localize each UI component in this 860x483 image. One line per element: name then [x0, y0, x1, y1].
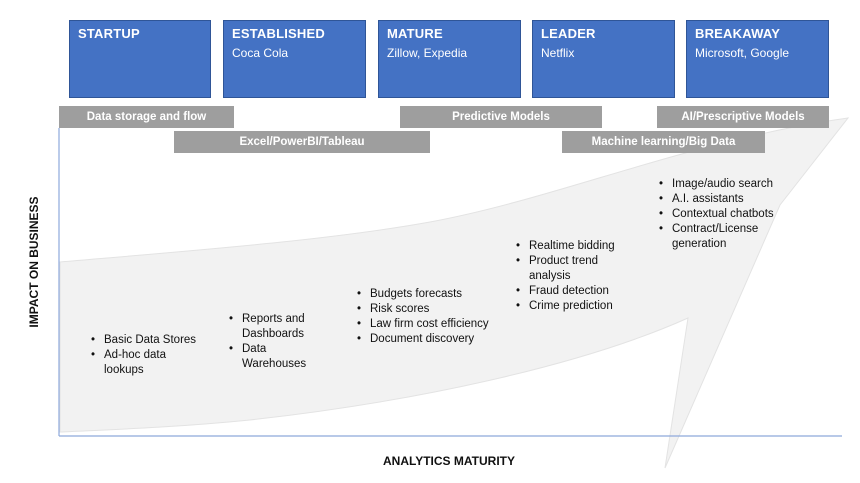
- x-axis-label: ANALYTICS MATURITY: [383, 454, 515, 468]
- list-item: Risk scores: [357, 302, 530, 317]
- list-item: Fraud detection: [516, 284, 649, 299]
- stage-example: Microsoft, Google: [695, 46, 790, 60]
- stage-box-mature: MATURE Zillow, Expedia: [378, 20, 521, 98]
- stage-name: BREAKAWAY: [695, 26, 781, 41]
- list-established: Reports and Dashboards Data Warehouses: [228, 312, 332, 372]
- stage-box-startup: STARTUP: [69, 20, 211, 98]
- list-breakaway: Image/audio search A.I. assistants Conte…: [658, 177, 802, 252]
- list-item: Product trend analysis: [516, 254, 621, 284]
- stage-name: MATURE: [387, 26, 443, 41]
- bar-data-storage: Data storage and flow: [59, 106, 234, 128]
- list-item: Document discovery: [357, 332, 530, 347]
- list-item: Basic Data Stores: [91, 333, 224, 348]
- list-leader: Realtime bidding Product trend analysis …: [515, 239, 649, 314]
- stage-example: Zillow, Expedia: [387, 46, 468, 60]
- list-startup: Basic Data Stores Ad-hoc data lookups: [90, 333, 224, 378]
- bar-ml-bigdata: Machine learning/Big Data: [562, 131, 765, 153]
- bar-excel-bi: Excel/PowerBI/Tableau: [174, 131, 430, 153]
- bar-predictive-models: Predictive Models: [400, 106, 602, 128]
- stage-box-breakaway: BREAKAWAY Microsoft, Google: [686, 20, 829, 98]
- list-item: Law firm cost efficiency: [357, 317, 530, 332]
- list-item: Realtime bidding: [516, 239, 649, 254]
- list-item: Reports and Dashboards: [229, 312, 332, 342]
- list-item: A.I. assistants: [659, 192, 802, 207]
- stage-example: Coca Cola: [232, 46, 289, 60]
- y-axis-label: IMPACT ON BUSINESS: [27, 196, 41, 328]
- stage-name: ESTABLISHED: [232, 26, 325, 41]
- bar-ai-prescriptive: AI/Prescriptive Models: [657, 106, 829, 128]
- list-item: Contextual chatbots: [659, 207, 802, 222]
- list-item: Ad-hoc data lookups: [91, 348, 192, 378]
- stage-name: LEADER: [541, 26, 596, 41]
- stage-example: Netflix: [541, 46, 575, 60]
- list-item: Budgets forecasts: [357, 287, 530, 302]
- list-item: Contract/License generation: [659, 222, 772, 252]
- stage-box-established: ESTABLISHED Coca Cola: [223, 20, 366, 98]
- list-item: Crime prediction: [516, 299, 649, 314]
- list-item: Image/audio search: [659, 177, 802, 192]
- list-item: Data Warehouses: [229, 342, 332, 372]
- list-mature: Budgets forecasts Risk scores Law firm c…: [356, 287, 530, 347]
- stage-name: STARTUP: [78, 26, 140, 41]
- stage-box-leader: LEADER Netflix: [532, 20, 675, 98]
